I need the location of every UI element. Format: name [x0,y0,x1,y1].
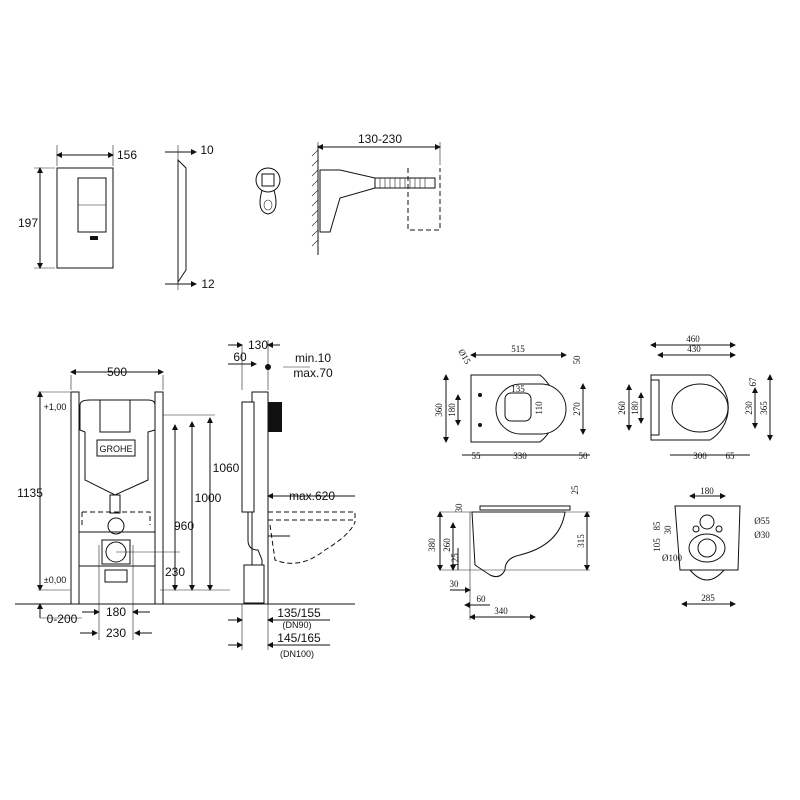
max-70-label: max.70 [293,366,333,380]
bowl-25-label: 25 [570,485,580,495]
frame-side-view: 130 60 min.10 max.70 max.620 135/155 (DN… [228,338,356,659]
button-mechanism-icon [255,167,281,215]
back-285-label: 285 [701,593,715,603]
bowl-180-label: 180 [447,403,457,417]
seat-460-label: 460 [686,334,700,344]
bowl-125-label: 125 [450,553,460,567]
grohe-logo: GROHE [99,444,132,454]
seat-top-view: 460 430 260 180 67 230 365 300 65 [617,334,773,461]
seat-67-label: 67 [748,377,758,387]
dn100-label: 145/165 [277,631,321,645]
back-d100-label: Ø100 [662,553,682,563]
width-180-label: 180 [106,605,126,619]
seat-260-label: 260 [617,401,627,415]
dn90-label: 135/155 [277,606,321,620]
bowl-260-label: 260 [442,538,452,552]
dn100-note: (DN100) [280,649,314,659]
depth-60-label: 60 [233,350,247,364]
bowl-30-top-label: 30 [454,503,464,513]
seat-300-label: 300 [693,451,707,461]
back-d30-label: Ø30 [754,530,770,540]
bowl-50-bottom-label: 50 [579,451,589,461]
max-620-label: max.620 [289,489,335,503]
plate-height-label: 197 [18,216,38,230]
seat-365-label: 365 [759,401,769,415]
back-180-label: 180 [700,486,714,496]
plate-depth-bottom-label: 12 [201,277,215,291]
plate-width-label: 156 [117,148,137,162]
bowl-60-label: 60 [477,594,487,604]
seat-430-label: 430 [687,344,701,354]
bracket-side-view: 130-230 [311,132,441,255]
bowl-length-515-label: 515 [511,344,525,354]
depth-130-label: 130 [248,338,268,352]
dn90-note: (DN90) [282,620,311,630]
bowl-inner-135-label: 135 [511,384,525,394]
bowl-side-view: 380 260 125 30 25 315 30 60 340 [427,485,590,620]
bowl-380-label: 380 [427,538,437,552]
height-1060-label: 1060 [213,461,240,475]
flush-plate-front-view: 156 197 [18,145,137,269]
seat-180-label: 180 [630,401,640,415]
back-85-label: 85 [652,521,662,531]
back-105-label: 105 [652,538,662,552]
seat-65-label: 65 [726,451,736,461]
height-230-label: 230 [165,565,185,579]
flush-plate-side-view: 10 12 [165,143,215,291]
width-230-label: 230 [106,626,126,640]
min-10-label: min.10 [295,351,331,365]
level-zero-label: ±0,00 [44,575,66,585]
bowl-340-label: 340 [494,606,508,616]
bracket-range-label: 130-230 [358,132,402,146]
bowl-top-view: 515 Ø15 50 360 180 135 110 270 55 330 50 [434,344,590,461]
bowl-315-label: 315 [576,534,586,548]
bowl-width-360-label: 360 [434,403,444,417]
bowl-30-bottom-label: 30 [450,579,460,589]
bowl-diameter-15-label: Ø15 [456,347,473,366]
floor-range-label: 0-200 [47,612,78,626]
back-30-label: 30 [663,525,673,535]
frame-width-label: 500 [107,365,127,379]
level-top-label: +1,00 [44,402,67,412]
bowl-55-label: 55 [472,451,482,461]
plate-depth-top-label: 10 [200,143,214,157]
bowl-inner-110-label: 110 [534,401,544,415]
height-1000-label: 1000 [195,491,222,505]
bowl-270-label: 270 [572,402,582,416]
bowl-330-label: 330 [513,451,527,461]
back-d55-label: Ø55 [754,516,770,526]
height-960-label: 960 [174,519,194,533]
bowl-back-view: 180 85 105 30 Ø55 Ø30 Ø100 285 [652,486,770,607]
bowl-50-top-label: 50 [572,355,582,365]
frame-height-label: 1135 [17,486,43,500]
seat-230-label: 230 [744,401,754,415]
